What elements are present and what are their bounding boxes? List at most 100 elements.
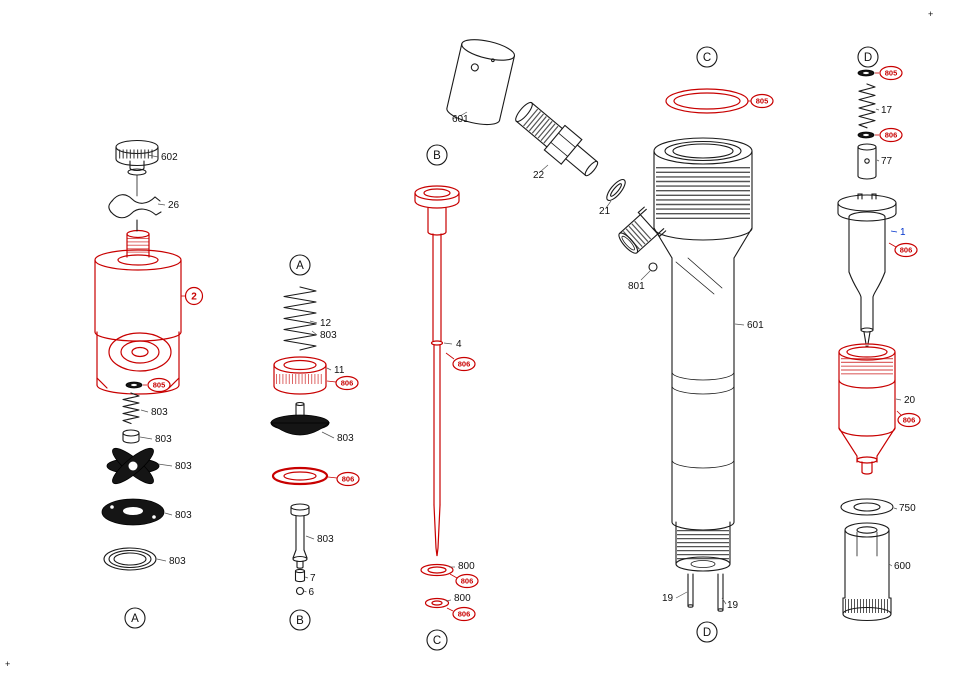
label-803-piston: 803 bbox=[317, 534, 334, 545]
leader-806-valveset bbox=[888, 242, 897, 248]
label-601-cylinder: 601 bbox=[452, 114, 469, 125]
label-6: 6 bbox=[309, 587, 315, 598]
callout-d-top: D bbox=[857, 46, 879, 68]
leader-750 bbox=[893, 507, 898, 510]
shim-806-part bbox=[857, 131, 875, 139]
label-21: 21 bbox=[599, 206, 611, 217]
pin-7-part bbox=[294, 568, 306, 583]
cylinder-601-part bbox=[446, 39, 516, 126]
sealing-ring-21-part bbox=[606, 178, 626, 202]
callout-b-bottom-text: B bbox=[296, 615, 304, 627]
leader-600 bbox=[888, 563, 893, 567]
label-803-pin: 803 bbox=[155, 434, 172, 445]
retaining-clip-26-part bbox=[108, 194, 162, 219]
leader-806-washer bbox=[327, 476, 338, 479]
leader-602 bbox=[147, 154, 159, 158]
nozzle-20-part bbox=[838, 343, 896, 475]
leader-26 bbox=[157, 203, 166, 206]
label-803-star: 803 bbox=[175, 461, 192, 472]
label-19-left: 19 bbox=[662, 593, 674, 604]
badge-805-shim-text: 805 bbox=[885, 69, 898, 78]
circled-label-2: 2 bbox=[184, 286, 204, 306]
leader-19-right bbox=[721, 597, 727, 605]
leader-1 bbox=[890, 230, 898, 233]
label-2: 2 bbox=[191, 292, 197, 303]
badge-806-nozzle: 806 bbox=[897, 412, 921, 428]
label-800b: 800 bbox=[454, 593, 471, 604]
badge-806-shim-text: 806 bbox=[885, 131, 898, 140]
callout-a-top-text: A bbox=[296, 260, 304, 272]
valve-set-1-part bbox=[837, 193, 897, 347]
label-77: 77 bbox=[881, 156, 893, 167]
leader-803-spring2 bbox=[311, 330, 318, 336]
leader-11 bbox=[326, 367, 332, 371]
o-ring-805-part bbox=[665, 88, 749, 114]
callout-d-bottom: D bbox=[696, 621, 718, 643]
leader-803-coil bbox=[156, 558, 167, 562]
callout-a-top: A bbox=[289, 254, 311, 276]
leader-803-piston bbox=[305, 535, 315, 540]
valve-rod-4-part bbox=[414, 185, 460, 557]
label-803-disc: 803 bbox=[175, 510, 192, 521]
callout-b-top-text: B bbox=[433, 150, 441, 162]
label-17: 17 bbox=[881, 105, 893, 116]
badge-806-seal1-text: 806 bbox=[461, 577, 474, 586]
callout-a-bottom: A bbox=[124, 607, 146, 629]
leader-77 bbox=[876, 159, 880, 162]
main-spring-part bbox=[283, 286, 317, 351]
leader-22 bbox=[539, 164, 549, 173]
nozzle-spring-17-part bbox=[858, 83, 876, 129]
badge-806-valveset: 806 bbox=[894, 242, 918, 258]
leader-803-pin bbox=[139, 436, 153, 440]
seal-800-washer-part bbox=[420, 563, 454, 577]
seal-800-ring-part bbox=[424, 597, 450, 609]
label-1: 1 bbox=[900, 227, 906, 238]
badge-806-ring11-text: 806 bbox=[341, 379, 354, 388]
corner-mark-top-right: + bbox=[928, 9, 933, 19]
label-803-coil: 803 bbox=[169, 556, 186, 567]
leader-17 bbox=[875, 108, 880, 111]
badge-805-shim: 805 bbox=[879, 65, 903, 81]
badge-805-text: 805 bbox=[153, 381, 166, 390]
ball-801-part bbox=[648, 262, 658, 272]
leader-601-body bbox=[734, 323, 745, 326]
badge-806-ring11: 806 bbox=[335, 375, 359, 391]
badge-806-washer-text: 806 bbox=[342, 475, 355, 484]
valve-disc-part bbox=[101, 498, 165, 526]
leader-6 bbox=[303, 590, 307, 593]
spacer-77-part bbox=[857, 143, 877, 180]
callout-b-bottom: B bbox=[289, 609, 311, 631]
nozzle-nut-600-part bbox=[842, 522, 892, 622]
washer-part bbox=[125, 381, 143, 389]
badge-806-seal1: 806 bbox=[455, 573, 479, 589]
leader-800b bbox=[445, 599, 452, 602]
label-601-body: 601 bbox=[747, 320, 764, 331]
valve-plate-part bbox=[269, 401, 331, 436]
leader-19-left bbox=[675, 591, 688, 599]
leader-806-rod bbox=[445, 352, 455, 360]
label-4: 4 bbox=[456, 339, 462, 350]
badge-806-rod-text: 806 bbox=[458, 360, 471, 369]
callout-c-bottom-text: C bbox=[433, 635, 441, 647]
callout-b-top: B bbox=[426, 144, 448, 166]
badge-805-oring-text: 805 bbox=[756, 97, 769, 106]
cap-nut-602-part bbox=[115, 139, 159, 197]
washer-750-part bbox=[840, 498, 894, 516]
corner-mark-bottom-left: + bbox=[5, 659, 10, 669]
label-803-spring2: 803 bbox=[320, 330, 337, 341]
callout-c-top-text: C bbox=[703, 52, 711, 64]
label-803-spring: 803 bbox=[151, 407, 168, 418]
badge-805-col1: 805 bbox=[147, 377, 171, 393]
leader-806-ring bbox=[326, 380, 337, 383]
star-spacer-part bbox=[106, 447, 160, 485]
callout-c-bottom: C bbox=[426, 629, 448, 651]
shim-805-part bbox=[857, 69, 875, 77]
leader-21 bbox=[605, 200, 612, 209]
badge-806-seal2: 806 bbox=[452, 606, 476, 622]
label-7: 7 bbox=[310, 573, 316, 584]
label-19-right: 19 bbox=[727, 600, 739, 611]
label-801: 801 bbox=[628, 281, 645, 292]
leader-4 bbox=[443, 342, 453, 345]
valve-piston-part bbox=[290, 503, 310, 569]
